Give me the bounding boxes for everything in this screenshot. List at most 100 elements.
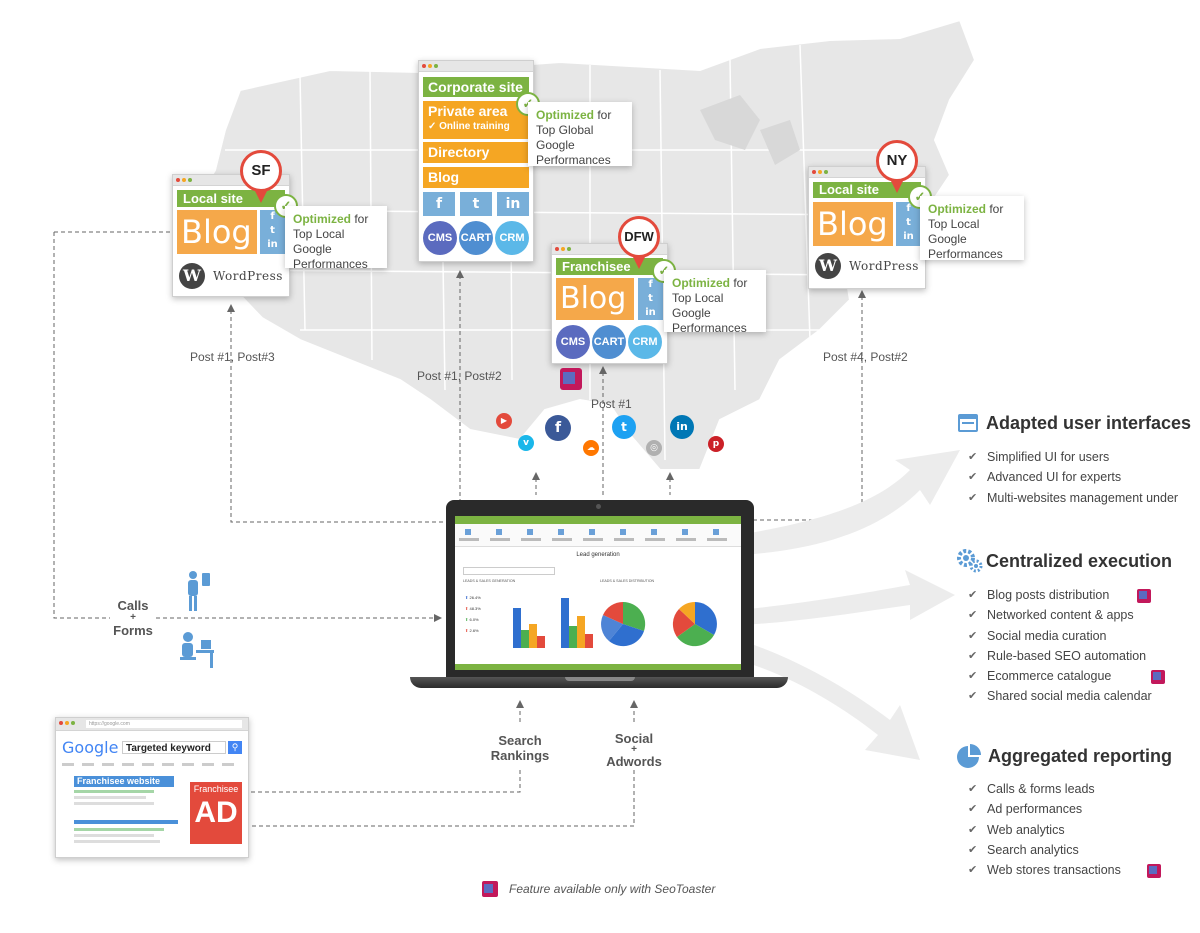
check-icon: ✔: [968, 783, 978, 795]
adapted-ui-list: ✔Simplified UI for users ✔Advanced UI fo…: [968, 450, 1178, 511]
dfw-site-card: Franchisee Blog f t in CMS CART CRM: [551, 243, 668, 364]
post-label-dfw: Post #1: [591, 397, 632, 411]
result-line: [74, 840, 160, 843]
post-label-corporate: Post #1, Post#2: [417, 369, 502, 383]
browser-chrome: [173, 175, 289, 186]
social-column: f t in: [260, 210, 285, 254]
pie-left: [601, 601, 646, 647]
callout-line3: Performances: [928, 247, 1003, 261]
wordpress-icon: W: [815, 253, 841, 279]
linkedin-icon: in: [645, 307, 656, 318]
stat-value: ⬆ 2.6%: [465, 628, 479, 633]
check-icon: ✔: [968, 491, 978, 504]
laptop-base: [410, 677, 788, 688]
check-icon: ✔: [968, 670, 978, 683]
check-icon: ✔: [968, 690, 978, 703]
optimized-label: Optimized: [928, 202, 987, 216]
twitter-icon: t: [906, 217, 911, 228]
website-select[interactable]: [463, 567, 555, 575]
check-icon: ✔: [968, 649, 978, 662]
social-adwords-label: Social + Adwords: [606, 731, 662, 769]
feature-item: ✔Web analytics: [968, 822, 1065, 837]
result-line: [74, 828, 164, 831]
wordpress-icon: W: [179, 263, 205, 289]
seotoaster-icon: [482, 881, 498, 897]
vimeo-icon: v: [518, 435, 534, 451]
linkedin-icon: in: [497, 192, 529, 216]
callout-line3: Performances: [293, 257, 368, 271]
check-icon: ✔: [968, 843, 978, 856]
feature-item: ✔Multi-websites management under: [968, 490, 1179, 505]
browser-chrome: [552, 244, 667, 255]
feature-item: ✔Ad performances: [968, 802, 1083, 817]
wordpress-wordmark: WordPress: [213, 269, 283, 283]
social-column: f t in: [638, 278, 663, 320]
check-icon: ✔: [968, 589, 978, 601]
optimized-label: Optimized: [293, 212, 352, 226]
check-icon: ✔: [968, 823, 978, 836]
stat-value: ⬆ 6.0%: [465, 617, 479, 622]
twitter-icon: t: [612, 415, 636, 439]
laptop-camera: [596, 504, 601, 509]
ny-site-card: Local site Blog f t in W WordPress: [808, 166, 926, 289]
dfw-callout: Optimized for Top Local Google Performan…: [664, 270, 766, 335]
facebook-icon: f: [648, 279, 653, 290]
crm-circle: CRM: [628, 325, 662, 359]
global-callout: Optimized for Top Global Google Performa…: [528, 102, 632, 167]
feature-item: ✔Shared social media calendar: [968, 689, 1152, 704]
seotoaster-icon: [560, 368, 582, 390]
browser-chrome: [419, 61, 533, 72]
private-area-row: Private area ✓ Online training: [423, 101, 529, 139]
wordpress-logo: W WordPress: [179, 263, 283, 289]
keyword-search-box[interactable]: Targeted keyword: [122, 741, 226, 754]
aggregated-reporting-title: Aggregated reporting: [988, 746, 1173, 766]
facebook-icon: f: [270, 211, 275, 222]
feature-item: ✔Search analytics: [968, 842, 1079, 857]
check-icon: ✔: [968, 629, 978, 642]
sf-location-pin: SF: [240, 150, 282, 203]
post-label-sf: Post #1, Post#3: [190, 350, 275, 364]
feature-item: ✔Calls & forms leads: [968, 782, 1095, 796]
linkedin-icon: in: [903, 231, 914, 242]
stat-value: ⬆ 48.3%: [465, 606, 481, 611]
feature-item: ✔Simplified UI for users: [968, 450, 1110, 464]
results-tabs: [62, 763, 240, 766]
franchisee-ad[interactable]: Franchisee AD: [190, 782, 242, 844]
pinterest-icon: p: [708, 436, 724, 452]
blog-block: Blog: [177, 210, 257, 254]
feature-item: ✔Advanced UI for experts: [968, 470, 1122, 485]
centralized-execution-list: ✔Blog posts distribution ✔Networked cont…: [968, 588, 1166, 710]
address-bar[interactable]: https://google.com: [86, 720, 242, 728]
search-rankings-label: Search Rankings: [490, 733, 550, 763]
result-line: [74, 790, 154, 793]
browser-chrome: [809, 167, 925, 178]
stat-value: ⬆ 26.4%: [465, 595, 481, 600]
check-icon: ✔: [968, 864, 978, 877]
footnote: Feature available only with SeoToaster: [509, 882, 716, 896]
directory-row: Directory: [423, 142, 529, 163]
desk-user-icon: [176, 630, 216, 670]
ad-label: Franchisee: [193, 784, 239, 794]
bar-group-left: [513, 598, 593, 648]
check-icon: ✔: [968, 451, 978, 463]
aggregated-reporting-list: ✔Calls & forms leads ✔Ad performances ✔W…: [968, 782, 1161, 883]
dashboard-nav: [455, 524, 741, 547]
blog-block: Blog: [813, 202, 893, 246]
facebook-icon: f: [423, 192, 455, 216]
facebook-icon: f: [545, 415, 571, 441]
youtube-icon: ▶: [496, 413, 512, 429]
franchisee-result[interactable]: Franchisee website: [74, 776, 174, 787]
social-column: f t in: [896, 202, 921, 246]
callout-line3: Performances: [536, 153, 611, 167]
feature-item: ✔Web stores transactions: [968, 863, 1161, 883]
callout-line2: Top Local Google: [928, 217, 980, 246]
pie-chart-icon: [957, 744, 981, 768]
browser-chrome: https://google.com: [56, 718, 248, 731]
search-button[interactable]: ⚲: [228, 741, 242, 754]
sf-site-card: Local site Blog f t in W WordPress: [172, 174, 290, 297]
cms-circle: CMS: [423, 221, 457, 255]
blog-row: Blog: [423, 167, 529, 188]
optimized-label: Optimized: [536, 108, 595, 122]
corporate-site-card: Corporate site Private area ✓ Online tra…: [418, 60, 534, 262]
phone-user-icon: [182, 570, 212, 612]
